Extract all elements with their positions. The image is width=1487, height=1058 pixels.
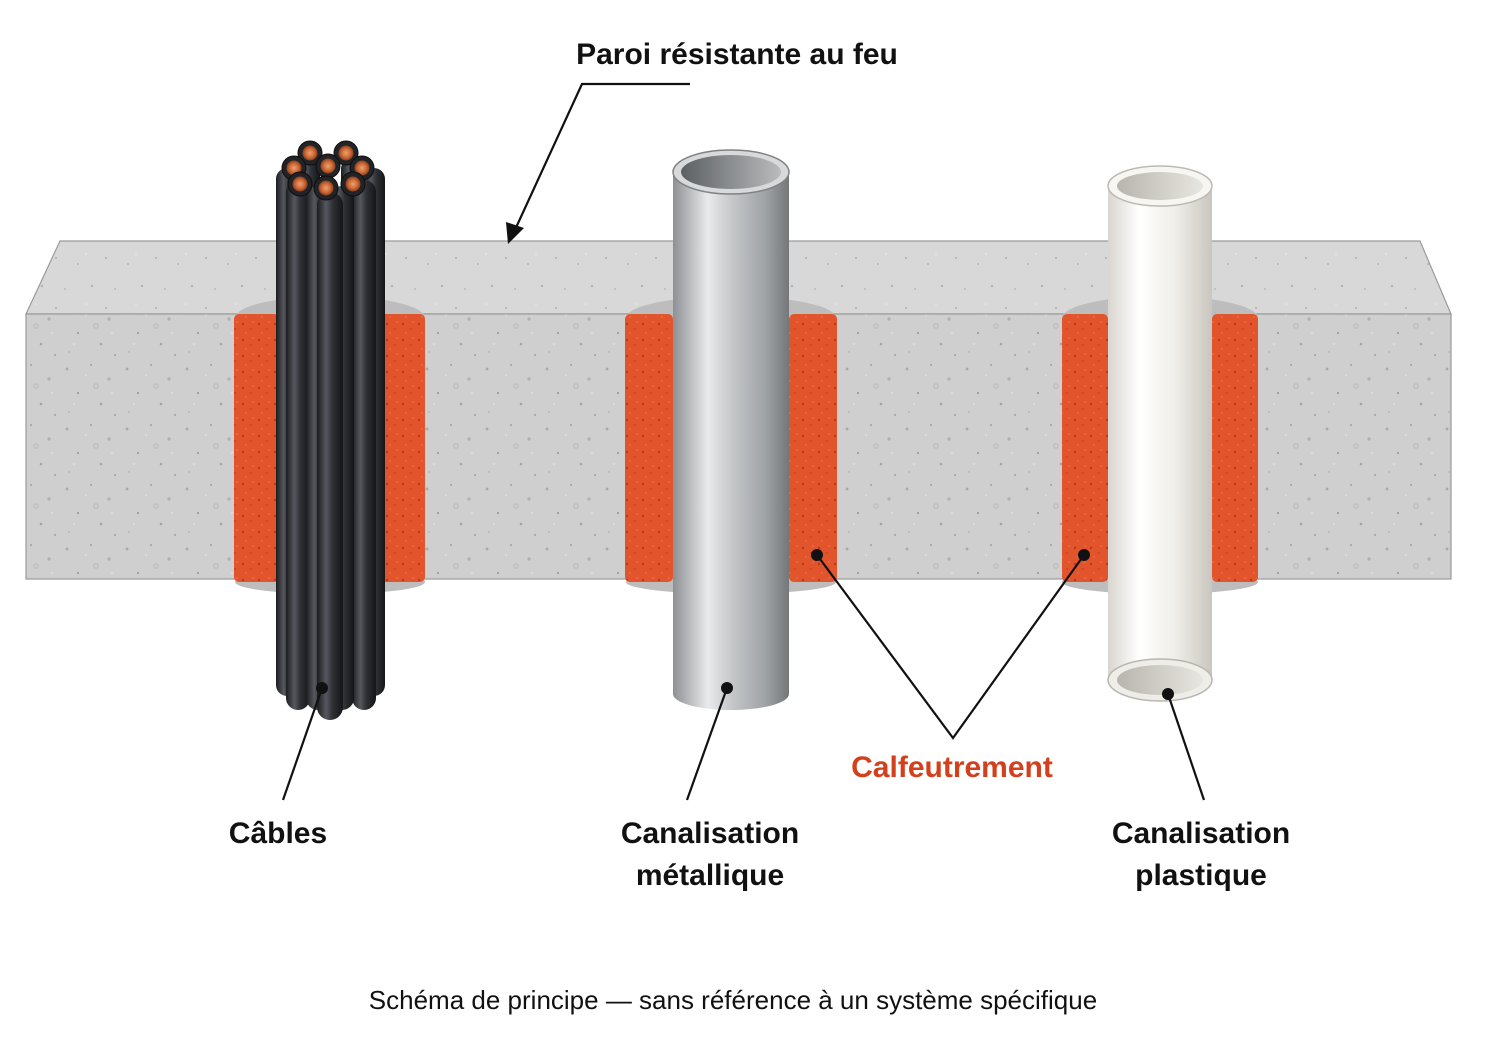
sealant-plastic-right	[1212, 314, 1258, 582]
caption: Schéma de principe — sans référence à un…	[369, 985, 1097, 1015]
wall-title: Paroi résistante au feu	[576, 38, 898, 71]
leader-dots	[316, 549, 1174, 700]
copper-core-icon	[281, 140, 375, 201]
sealant-cables-left	[234, 314, 279, 582]
leader-lines	[281, 82, 1206, 801]
plastic-pipe-label-line1: Canalisation	[1112, 817, 1290, 850]
sealant-metal-left	[625, 314, 673, 582]
metal-pipe-label-line2: métallique	[636, 859, 784, 892]
metal-pipe-label-line1: Canalisation	[621, 817, 799, 850]
sealant-metal-right	[789, 314, 837, 582]
sealing-leader-line	[816, 554, 1085, 740]
plastic-dot	[1162, 688, 1174, 700]
plastic-pipe-label-line2: plastique	[1135, 859, 1267, 892]
cables-label: Câbles	[229, 817, 327, 850]
metal-dot	[721, 682, 733, 694]
sealing-blocks	[234, 314, 1258, 582]
metal-pipe-icon	[672, 149, 790, 710]
plastic-pipe-icon	[1107, 165, 1213, 702]
sealing-dot-left	[811, 549, 823, 561]
title-leader-line	[513, 82, 690, 233]
cable-bundle-icon	[276, 140, 385, 720]
sealant-plastic-left	[1062, 314, 1108, 582]
sealant-cables-right	[380, 314, 425, 582]
arrow-head-icon	[506, 222, 524, 244]
sealing-dot-right	[1078, 549, 1090, 561]
cables-dot	[316, 682, 328, 694]
metal-leader-line	[685, 687, 729, 801]
plastic-leader-line	[1166, 693, 1206, 801]
sealing-label: Calfeutrement	[851, 751, 1053, 784]
cables-leader-line	[281, 687, 324, 801]
